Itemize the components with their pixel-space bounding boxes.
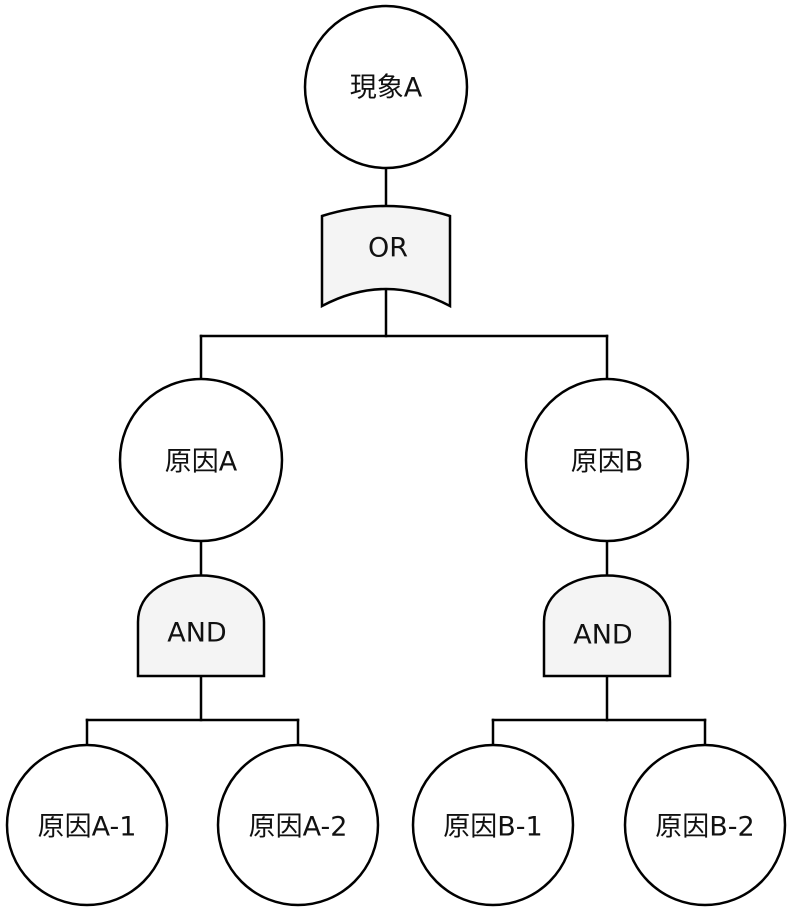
cause-a1-circle — [5, 743, 169, 907]
cause-a1-label: 原因A-1 — [38, 812, 137, 843]
or-gate-label: OR — [368, 233, 408, 264]
cause-a-label: 原因A — [165, 447, 238, 478]
connector-lines — [85, 166, 707, 747]
and-gate-a-label: AND — [167, 618, 226, 649]
top-event-circle — [303, 4, 469, 170]
top-event-node[interactable]: 現象A — [303, 4, 469, 170]
cause-b1-circle — [411, 743, 575, 907]
cause-a-circle — [118, 377, 284, 543]
cause-a2-node[interactable]: 原因A-2 — [216, 743, 380, 907]
and-gate-a-shape — [136, 574, 266, 678]
cause-b2-label: 原因B-2 — [655, 812, 754, 843]
cause-a2-circle — [216, 743, 380, 907]
cause-b-label: 原因B — [571, 447, 644, 478]
and-gate-b-label: AND — [573, 620, 632, 651]
or-gate[interactable]: OR — [320, 204, 452, 309]
cause-a1-node[interactable]: 原因A-1 — [5, 743, 169, 907]
or-gate-shape — [320, 204, 452, 309]
cause-b2-node[interactable]: 原因B-2 — [623, 743, 787, 907]
cause-a2-label: 原因A-2 — [249, 812, 348, 843]
cause-b1-node[interactable]: 原因B-1 — [411, 743, 575, 907]
cause-b-node[interactable]: 原因B — [524, 377, 690, 543]
and-gate-b[interactable]: AND — [542, 574, 672, 678]
cause-b-circle — [524, 377, 690, 543]
top-event-label: 現象A — [350, 73, 423, 104]
cause-b1-label: 原因B-1 — [443, 812, 542, 843]
and-gate-a[interactable]: AND — [136, 574, 266, 678]
cause-b2-circle — [623, 743, 787, 907]
cause-a-node[interactable]: 原因A — [118, 377, 284, 543]
and-gate-b-shape — [542, 574, 672, 678]
